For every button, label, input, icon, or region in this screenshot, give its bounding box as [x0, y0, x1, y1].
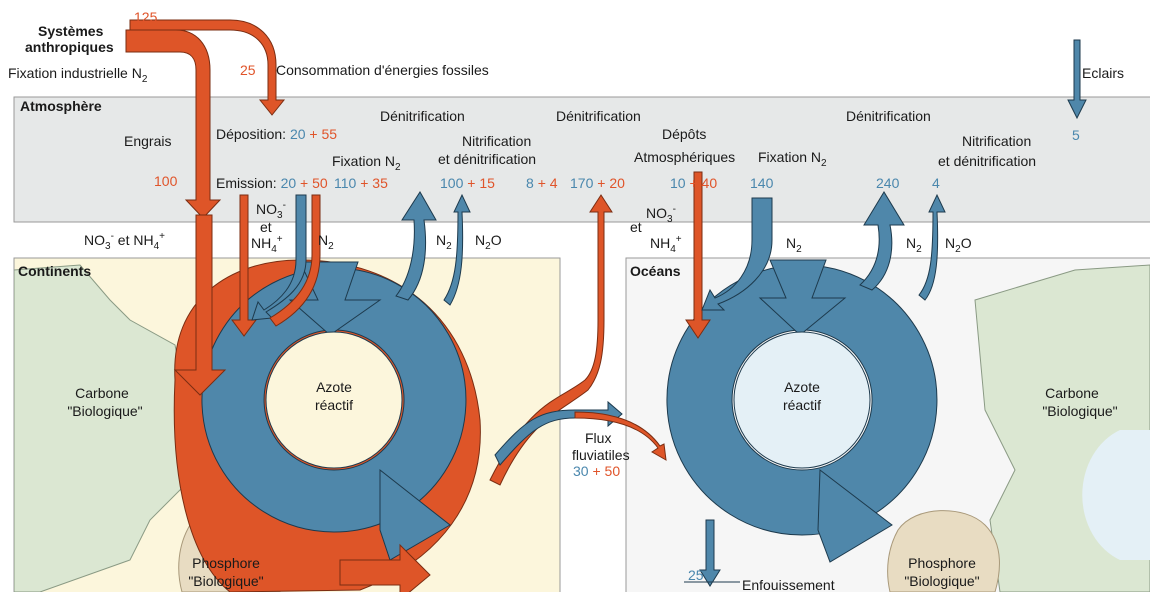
- uptake-et: et: [260, 219, 272, 235]
- ocean-fixation-value: 140: [750, 175, 774, 191]
- lightning-label: Eclairs: [1082, 65, 1124, 81]
- oceans-label: Océans: [630, 263, 681, 279]
- ocean-carbon-1: Carbone: [1045, 385, 1099, 401]
- emission-line: Emission: 20 + 50: [216, 175, 328, 191]
- continent-carbon-1: Carbone: [75, 385, 129, 401]
- rivers-label-2: fluviatiles: [572, 447, 630, 463]
- continent-fixation-values: 110 + 35: [334, 175, 388, 191]
- rivers-label-1: Flux: [585, 430, 611, 446]
- continent-phosphorus-2: "Biologique": [188, 573, 263, 589]
- ocean-cycle-1: Azote: [784, 379, 820, 395]
- anthropic-label-2: anthropiques: [25, 39, 114, 55]
- ocean-deposits-2: Atmosphériques: [634, 149, 735, 165]
- middle-v1: 8 + 4: [526, 175, 558, 191]
- ocean-in-et: et: [630, 219, 642, 235]
- ocean-cycle-2: réactif: [783, 397, 821, 413]
- continent-nitdenit-values: 100 + 15: [440, 175, 495, 191]
- ocean-in-n2: N2: [786, 235, 802, 255]
- ocean-denit-value: 240: [876, 175, 900, 191]
- industrial-fixation-label: Fixation industrielle N2: [8, 65, 148, 85]
- input-no3-nh4: NO3- et NH4+: [84, 231, 165, 252]
- anthropic-label-1: Systèmes: [38, 23, 104, 39]
- ocean-carbon-2: "Biologique": [1042, 403, 1117, 419]
- atmosphere-label: Atmosphère: [20, 98, 102, 114]
- burial-value: 25: [688, 567, 704, 583]
- middle-denit-label: Dénitrification: [556, 108, 641, 124]
- continents-label: Continents: [18, 263, 91, 279]
- continent-carbon-2: "Biologique": [67, 403, 142, 419]
- continent-cycle-1: Azote: [316, 379, 352, 395]
- continent-out-n2o: N2O: [475, 232, 502, 252]
- ocean-out-n2o: N2O: [945, 235, 972, 255]
- lightning-value: 5: [1072, 127, 1080, 143]
- continent-out-n2: N2: [436, 232, 452, 252]
- ocean-phosphorus-2: "Biologique": [904, 573, 979, 589]
- middle-v2: 170 + 20: [570, 175, 625, 191]
- ocean-denit-label: Dénitrification: [846, 108, 931, 124]
- ocean-out-n2: N2: [906, 235, 922, 255]
- ocean-deposits-1: Dépôts: [662, 126, 706, 142]
- continent-nitdenit-1: Nitrification: [462, 133, 531, 149]
- ocean-nitdenit-value: 4: [932, 175, 940, 191]
- fossil-value: 25: [240, 62, 256, 78]
- fossil-label: Consommation d'énergies fossiles: [276, 62, 489, 78]
- fertilizers-label: Engrais: [124, 133, 171, 149]
- ocean-phosphorus-1: Phosphore: [908, 555, 976, 571]
- rivers-values: 30 + 50: [573, 463, 620, 479]
- burial-label: Enfouissement: [742, 577, 835, 592]
- deposition-line: Déposition: 20 + 55: [216, 126, 337, 142]
- ocean-nitdenit-2: et dénitrification: [938, 153, 1036, 169]
- fertilizers-value: 100: [154, 173, 178, 189]
- anthropic-total: 125: [134, 9, 158, 25]
- continent-cycle-2: réactif: [315, 397, 353, 413]
- continent-denit-label: Dénitrification: [380, 108, 465, 124]
- ocean-in-nh4: NH4+: [650, 234, 682, 255]
- ocean-deposits-values: 10 + 40: [670, 175, 717, 191]
- continent-nitdenit-2: et dénitrification: [438, 151, 536, 167]
- uptake-nh4: NH4+: [251, 234, 283, 255]
- continent-phosphorus-1: Phosphore: [192, 555, 260, 571]
- ocean-nitdenit-1: Nitrification: [962, 133, 1031, 149]
